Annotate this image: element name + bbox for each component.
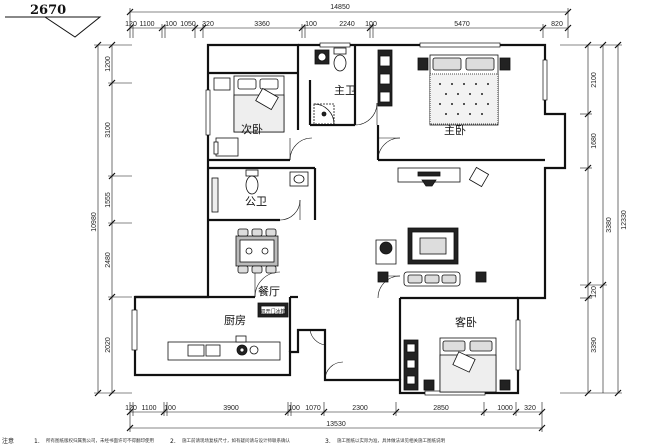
- bottom-overall-dim: 13530: [326, 421, 346, 428]
- top-dim: 1100: [139, 21, 154, 28]
- top-dim: 100: [305, 21, 317, 28]
- public-bath-fixtures: [211, 169, 309, 213]
- plan-code-tag: 2670: [5, 3, 102, 38]
- bottom-dim: 120: [125, 405, 137, 412]
- dining-table: [235, 228, 279, 274]
- bottom-dim: 1100: [141, 405, 156, 412]
- master-bath-fixtures: [313, 47, 347, 125]
- left-dim: 1555: [105, 192, 112, 208]
- second-bedroom-bed: [213, 75, 285, 157]
- left-overall-dim: 10980: [91, 212, 98, 232]
- top-dim: 100: [165, 21, 177, 28]
- right-dim: 2100: [591, 72, 598, 88]
- note-number: 2.: [170, 438, 176, 445]
- left-dim: 2020: [105, 337, 112, 353]
- living-room-furniture: [375, 227, 487, 287]
- note-text: 施工图纸以实际为准，具体做法详见相关施工图纸说明: [337, 437, 445, 444]
- right-dim: 1680: [591, 133, 598, 149]
- note-text: 施工前请现场复核尺寸，如有疑问请与设计师联系确认: [182, 437, 290, 444]
- right-outer-dim: 3380: [606, 217, 613, 233]
- bottom-dim: 3900: [223, 405, 239, 412]
- kitchen-fixtures: [167, 302, 289, 361]
- bottom-dim: 320: [524, 405, 536, 412]
- bottom-dim: 100: [164, 405, 176, 412]
- master-bedroom-furniture: [377, 49, 511, 188]
- top-dim: 100: [365, 21, 377, 28]
- top-dim: 2240: [339, 21, 355, 28]
- top-dim: 320: [202, 21, 214, 28]
- room-label-kitchen: 厨房: [224, 314, 246, 327]
- top-dim: 1050: [180, 21, 196, 28]
- top-dim: 820: [551, 21, 563, 28]
- bottom-dim: 100: [288, 405, 300, 412]
- note-number: 3.: [325, 438, 331, 445]
- walls: [133, 43, 567, 395]
- top-overall-dim: 14850: [330, 4, 350, 11]
- top-dim: 5470: [454, 21, 470, 28]
- room-label-master-bedroom: 主卧: [444, 124, 466, 137]
- bottom-dim: 2850: [433, 405, 449, 412]
- notes-footer: 注意 1. 所有图纸版权归属我公司，未经书面许可不得翻印使用 2. 施工前请现场…: [2, 437, 445, 445]
- windows: [131, 42, 548, 396]
- guest-bedroom-furniture: [403, 337, 511, 393]
- room-label-master-bath: 主卫: [334, 84, 356, 97]
- left-dim: 3100: [105, 122, 112, 138]
- top-dim: 120: [125, 21, 137, 28]
- bottom-dim: 1070: [305, 405, 321, 412]
- room-label-dining: 餐厅: [258, 284, 280, 298]
- right-dim: 3390: [591, 337, 598, 353]
- left-dim: 1200: [105, 56, 112, 72]
- right-dim: 120: [591, 286, 598, 298]
- left-dimension-chain: 10980 1200 3100 1555 2480 2020: [91, 41, 132, 397]
- fridge-label: 双开门冰箱: [260, 308, 285, 315]
- right-dimension-chain: 2100 1680 120 3390 3380 12330: [560, 41, 628, 397]
- top-dim: 3360: [254, 21, 270, 28]
- top-dimension-chain: 14850 120 1100 100 1050 320 3360 100 224…: [125, 4, 572, 38]
- room-label-public-bath: 公卫: [245, 195, 267, 208]
- note-text: 所有图纸版权归属我公司，未经书面许可不得翻印使用: [46, 437, 154, 444]
- left-dim: 2480: [105, 252, 112, 268]
- bottom-dimension-chain: 120 1100 100 3900 100 1070 2300 2850 100…: [125, 402, 546, 432]
- room-label-second-bedroom: 次卧: [241, 122, 263, 136]
- room-label-guest-bedroom: 客卧: [455, 315, 477, 329]
- bottom-dim: 2300: [352, 405, 368, 412]
- plan-code: 2670: [30, 3, 66, 18]
- note-number: 1.: [34, 438, 40, 445]
- notes-heading: 注意: [2, 437, 14, 445]
- right-overall-dim: 12330: [621, 210, 628, 230]
- bottom-dim: 1000: [497, 405, 513, 412]
